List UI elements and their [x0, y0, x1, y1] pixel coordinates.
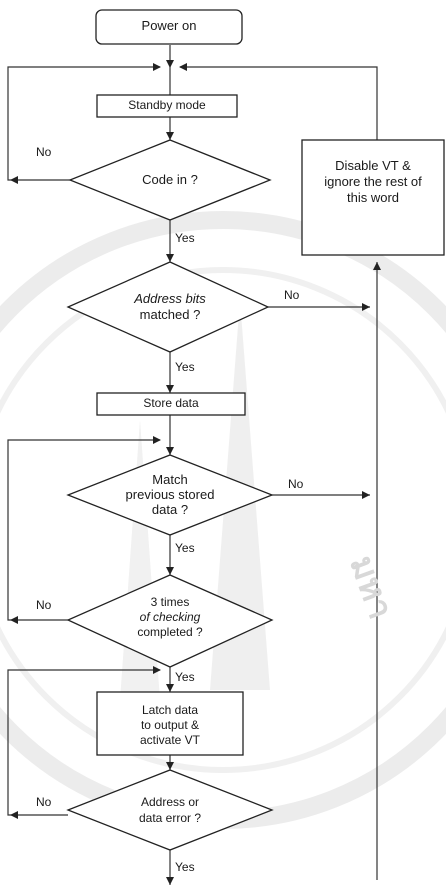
addr-err-label-line2: data error ? — [138, 811, 202, 825]
disable-label-line2: ignore the rest of — [324, 174, 422, 189]
edge-label-yes: Yes — [175, 670, 195, 684]
three-times-diamond — [66, 574, 274, 668]
connector — [7, 439, 160, 621]
edge-label-no: No — [284, 288, 300, 302]
store-data-box — [96, 392, 246, 416]
store-data-label: Store data — [143, 396, 199, 410]
edge-label-yes: Yes — [175, 231, 195, 245]
match-label-line3: data ? — [151, 502, 189, 517]
edge-label-yes: Yes — [175, 360, 195, 374]
match-label-line1: Match — [152, 472, 188, 487]
match-diamond — [66, 454, 274, 536]
edge-label-no: No — [36, 145, 52, 159]
connector — [7, 66, 160, 181]
power-on-terminal — [95, 9, 243, 45]
connector — [180, 66, 378, 140]
edge-label-yes: Yes — [175, 541, 195, 555]
address-bits-label-line2: matched ? — [139, 307, 201, 322]
three-times-label-line2: of checking — [139, 610, 201, 624]
power-on-label: Power on — [141, 18, 197, 33]
address-error-diamond — [66, 769, 274, 851]
edge-label-no: No — [36, 598, 52, 612]
connector — [7, 669, 160, 816]
code-in-diamond — [68, 139, 272, 221]
address-bits-label-line1: Address bits — [134, 291, 206, 306]
latch-label-line3: activate VT — [139, 733, 201, 747]
code-in-label: Code in ? — [142, 172, 198, 187]
edge-label-no: No — [288, 477, 304, 491]
edge-label-yes: Yes — [175, 860, 195, 874]
match-label-line2: previous stored — [125, 487, 215, 502]
three-times-label-line3: completed ? — [137, 625, 203, 639]
address-bits-diamond — [66, 261, 270, 353]
standby-label: Standby mode — [128, 98, 206, 112]
latch-label-line1: Latch data — [141, 703, 199, 717]
disable-label-line1: Disable VT & — [335, 158, 411, 173]
disable-box — [301, 139, 445, 256]
disable-label-line3: this word — [346, 190, 400, 205]
edge-label-no: No — [36, 795, 52, 809]
standby-box — [96, 94, 238, 118]
three-times-label-line1: 3 times — [150, 595, 190, 609]
latch-label-line2: to output & — [140, 718, 200, 732]
latch-box — [96, 691, 244, 756]
addr-err-label-line1: Address or — [140, 795, 200, 809]
